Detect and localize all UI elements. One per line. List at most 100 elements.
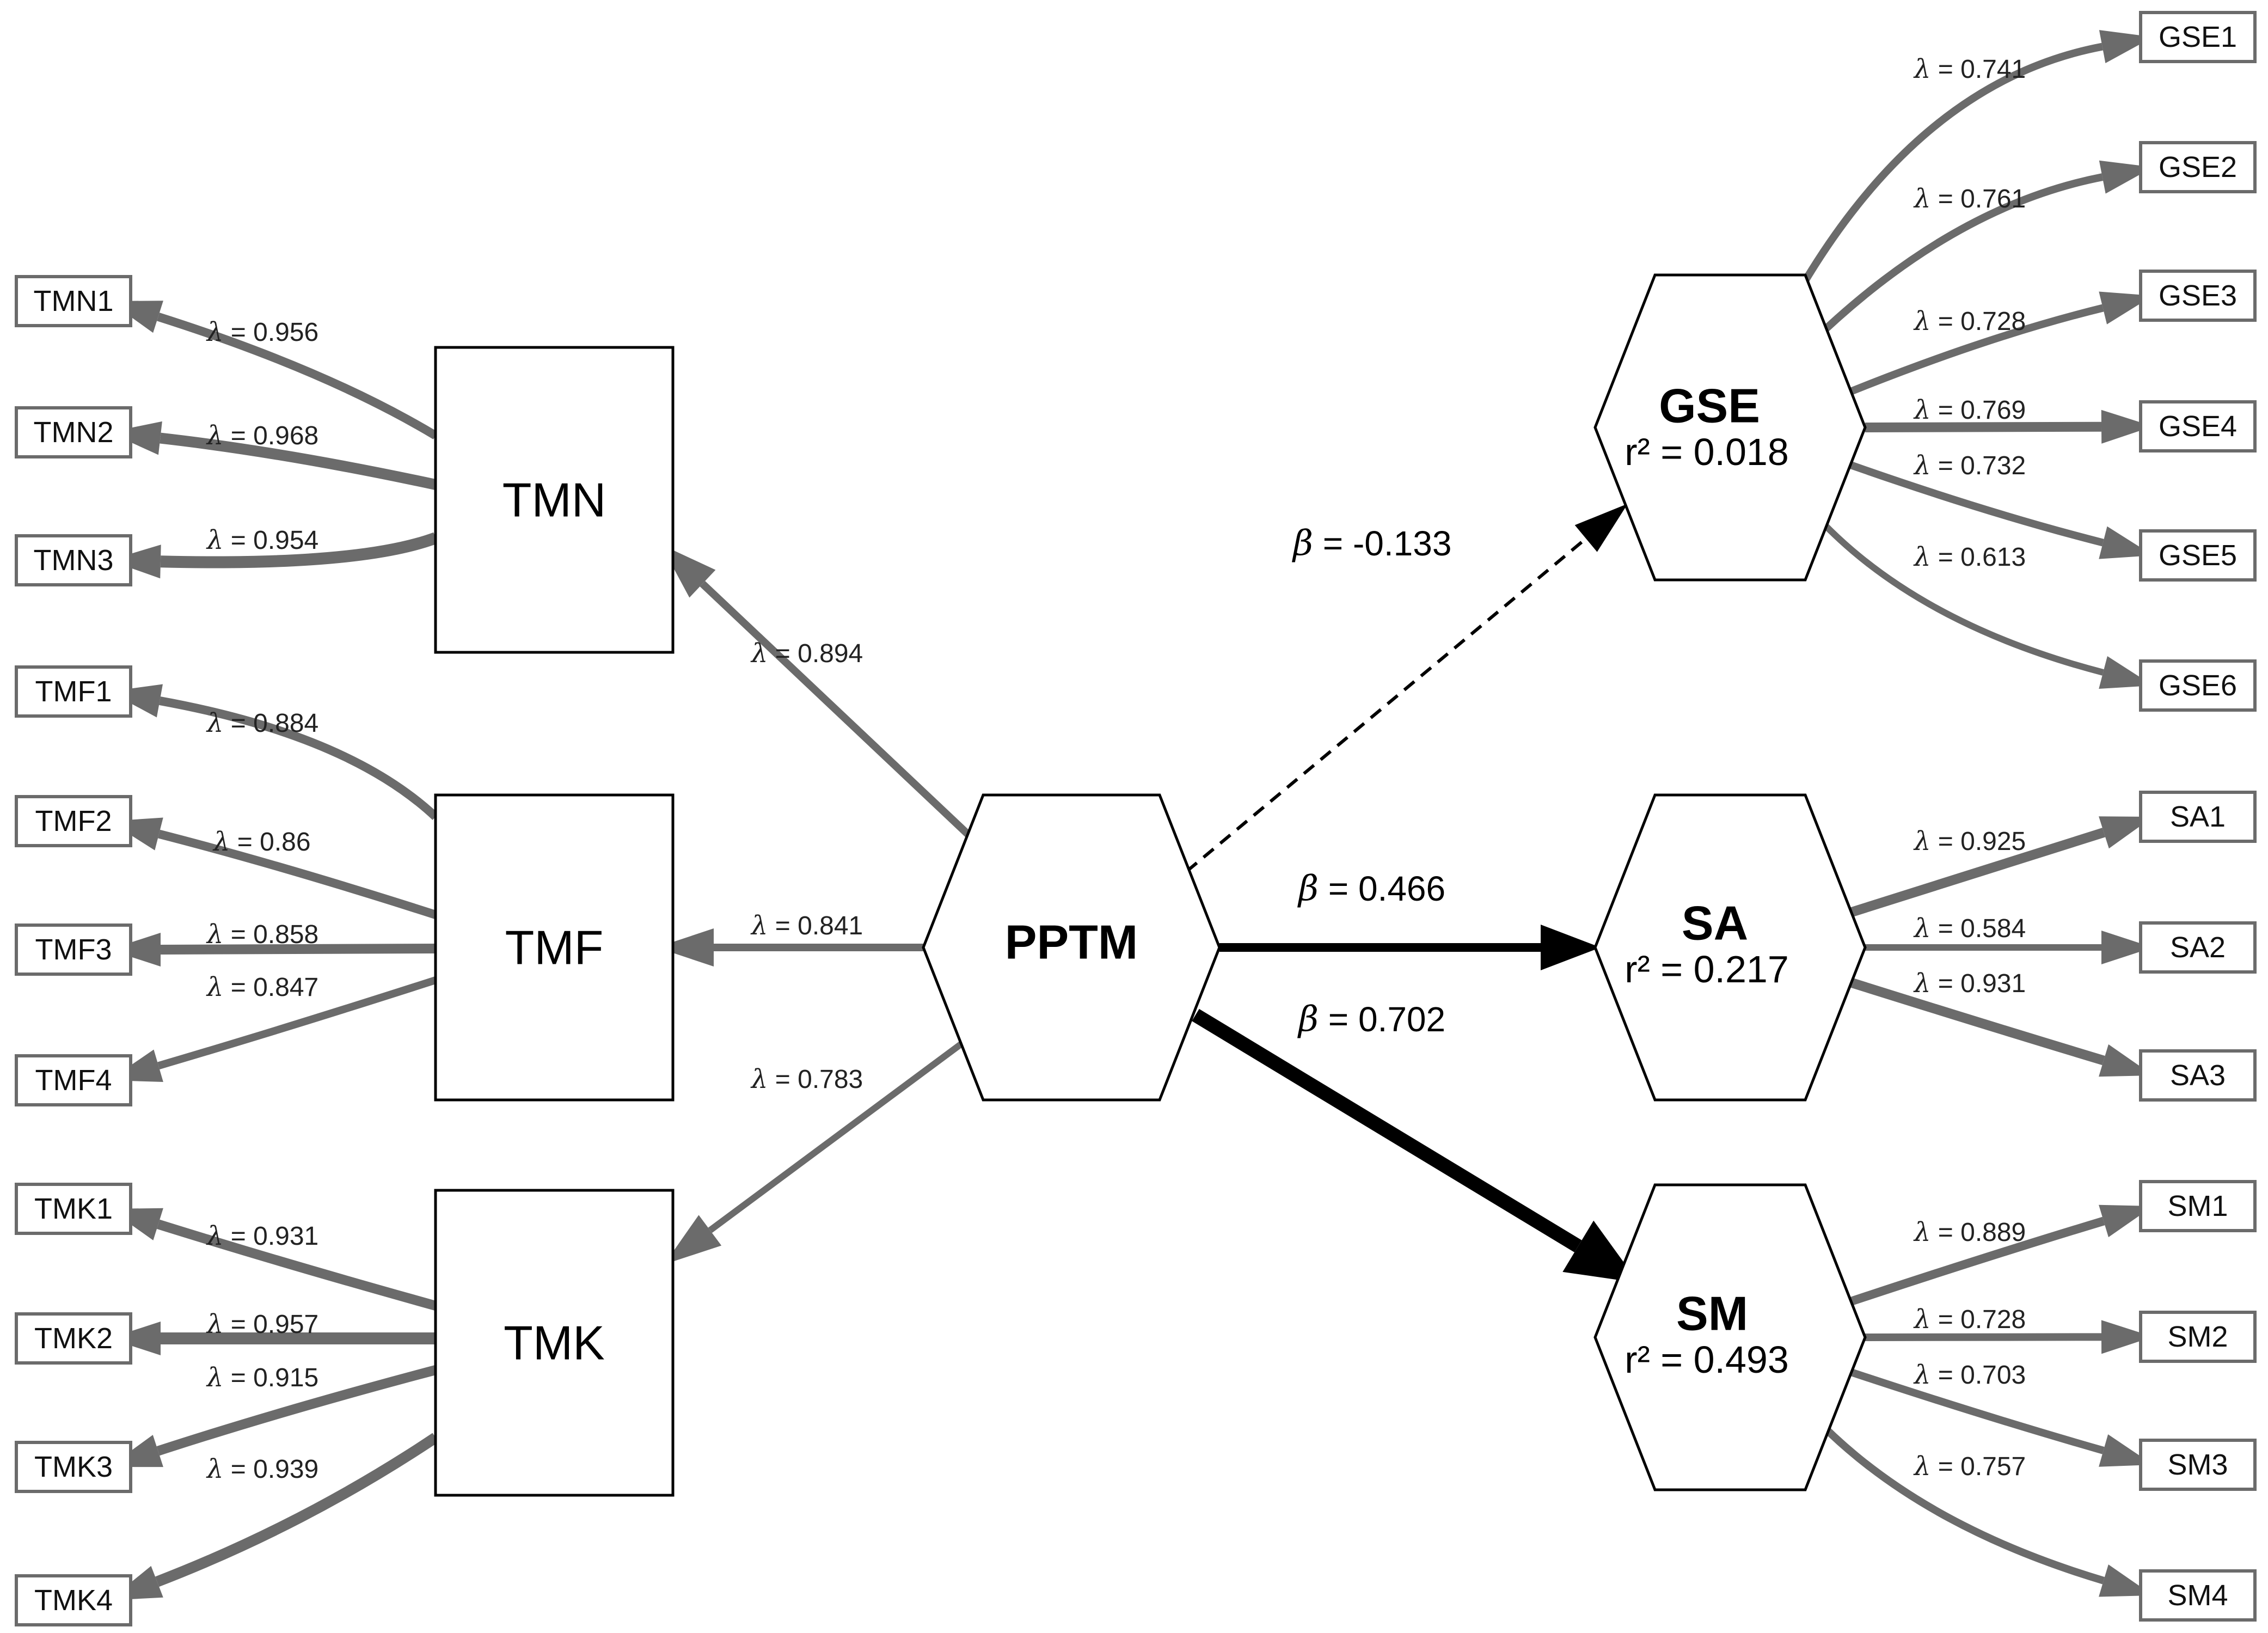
indicator-box: [2139, 400, 2257, 452]
loading-value: 0.956: [253, 318, 318, 347]
indicator-GSE5: GSE5: [2139, 529, 2257, 582]
indicator-TMK2: TMK2: [15, 1312, 132, 1365]
path-labels: β = -0.133 β = 0.466 β = 0.702: [1292, 523, 1451, 1039]
indicator-label: GSE5: [2159, 539, 2237, 572]
arrow-TMF-TMF1: [159, 696, 439, 820]
indicator-label: GSE4: [2159, 410, 2237, 443]
arrow-layer: [109, 30, 2153, 1600]
indicator-box: [15, 275, 132, 327]
latent-SA-hexagon: [1593, 793, 1867, 1102]
indicator-SM4: SM4: [2139, 1569, 2257, 1622]
indicator-label: GSE1: [2159, 21, 2237, 53]
loading-value: 0.732: [1960, 451, 2026, 480]
indicator-label: SM3: [2167, 1448, 2228, 1481]
loading-value: 0.915: [253, 1363, 318, 1392]
indicator-box: [2139, 529, 2257, 582]
equals-sign: =: [1930, 307, 1960, 336]
arrow-TMN-TMN3: [160, 532, 438, 568]
indicator-TMF4: TMF4: [15, 1054, 132, 1106]
loading-value: 0.584: [1960, 914, 2026, 943]
equals-sign: =: [1930, 55, 1960, 84]
indicator-label: TMK3: [34, 1451, 113, 1483]
latent-SA-name: SA: [1682, 896, 1748, 950]
indicator-TMF3: TMF3: [15, 923, 132, 976]
equals-sign: =: [223, 318, 253, 347]
latent-TMK-box: [434, 1189, 675, 1497]
loading-label-SM1: λ = 0.889: [1913, 1217, 2026, 1247]
loading-label-TMN2: λ = 0.968: [206, 420, 318, 451]
arrow-SM-SM2-head: [2101, 1320, 2153, 1354]
indicator-box: [15, 923, 132, 976]
lambda-symbol: λ: [206, 1454, 223, 1484]
arrow-PPTM-TMN: [700, 580, 1011, 876]
indicator-TMK3: TMK3: [15, 1441, 132, 1493]
lambda-symbol: λ: [1913, 450, 1930, 481]
arrow-SA-SA1: [1833, 828, 2106, 922]
loading-label-GSE5: λ = 0.732: [1913, 450, 2026, 481]
loading-value: 0.703: [1960, 1361, 2026, 1390]
indicator-box: [15, 1183, 132, 1235]
loading-value: 0.925: [1960, 827, 2026, 856]
equals-sign: =: [223, 1222, 253, 1251]
indicator-box: [15, 1441, 132, 1493]
indicator-label: TMF1: [35, 675, 112, 708]
lambda-symbol: λ: [206, 919, 223, 950]
arrow-TMN-TMN3-head: [109, 545, 161, 579]
beta-value: 0.466: [1358, 869, 1445, 908]
indicator-label: TMK1: [34, 1192, 113, 1225]
lambda-symbol: λ: [1913, 1451, 1930, 1482]
indicator-label: SM1: [2167, 1190, 2228, 1222]
loading-label-TMN1: λ = 0.956: [206, 317, 318, 347]
indicator-TMN2: TMN2: [15, 406, 132, 458]
indicator-label: GSE3: [2159, 279, 2237, 312]
equals-sign: =: [1930, 914, 1960, 943]
arrow-TMF-TMF3-head: [109, 933, 161, 967]
equals-sign: =: [1930, 1452, 1960, 1481]
indicator-GSE1: GSE1: [2139, 11, 2257, 63]
lambda-symbol: λ: [206, 525, 223, 555]
lambda-symbol: λ: [750, 1064, 768, 1094]
arrow-TMF-TMF2: [158, 829, 437, 919]
lambda-symbol: λ: [750, 910, 768, 941]
lambda-symbol: λ: [206, 1309, 223, 1340]
path-label-PPTM-SM: β = 0.702: [1297, 999, 1445, 1039]
indicator-box: [15, 534, 132, 586]
arrow-SA-SA2-head: [2101, 931, 2153, 964]
lambda-symbol: λ: [1913, 54, 1930, 84]
latent-PPTM: PPTM: [922, 793, 1221, 1102]
lambda-symbol: λ: [206, 708, 223, 738]
latent-SM: SM r² = 0.493: [1593, 1183, 1867, 1491]
equals-sign: =: [1319, 1000, 1358, 1039]
loading-value: 0.889: [1960, 1218, 2026, 1247]
latent-SA: SA r² = 0.217: [1593, 793, 1867, 1102]
latent-GSE-name: GSE: [1659, 379, 1760, 433]
arrow-PPTM-GSE: [1186, 537, 1587, 873]
beta-symbol: β: [1297, 869, 1319, 909]
latent-GSE-hexagon: [1593, 273, 1867, 582]
equals-sign: =: [223, 709, 253, 738]
arrow-TMK-TMK2-head: [109, 1322, 161, 1355]
equals-sign: =: [1319, 869, 1358, 908]
arrow-GSE-GSE4-head: [2101, 409, 2153, 444]
latent-TMN-name: TMN: [502, 473, 606, 527]
loading-value: 0.741: [1960, 55, 2026, 84]
loading-value: 0.858: [253, 920, 318, 949]
equals-sign: =: [223, 1363, 253, 1392]
loading-value: 0.769: [1960, 396, 2026, 425]
loading-value: 0.613: [1960, 543, 2026, 572]
arrow-TMK-TMK3: [156, 1365, 437, 1456]
latent-TMK: TMK: [434, 1189, 675, 1497]
arrow-SM-SM3: [1833, 1363, 2105, 1454]
arrow-SM-SM4: [1810, 1413, 2105, 1585]
equals-sign: =: [1930, 1361, 1960, 1390]
lambda-symbol: λ: [1913, 184, 1930, 214]
indicator-label: TMK4: [34, 1584, 113, 1617]
loading-label-SM2: λ = 0.728: [1913, 1304, 2026, 1335]
latent-SA-r2: r² = 0.217: [1625, 948, 1789, 990]
equals-sign: =: [1930, 1305, 1960, 1334]
equals-sign: =: [1930, 396, 1960, 425]
equals-sign: =: [1930, 543, 1960, 572]
arrow-TMK-TMK1: [156, 1219, 437, 1311]
equals-sign: =: [1930, 969, 1960, 998]
arrow-TMN-TMN2: [160, 432, 437, 490]
